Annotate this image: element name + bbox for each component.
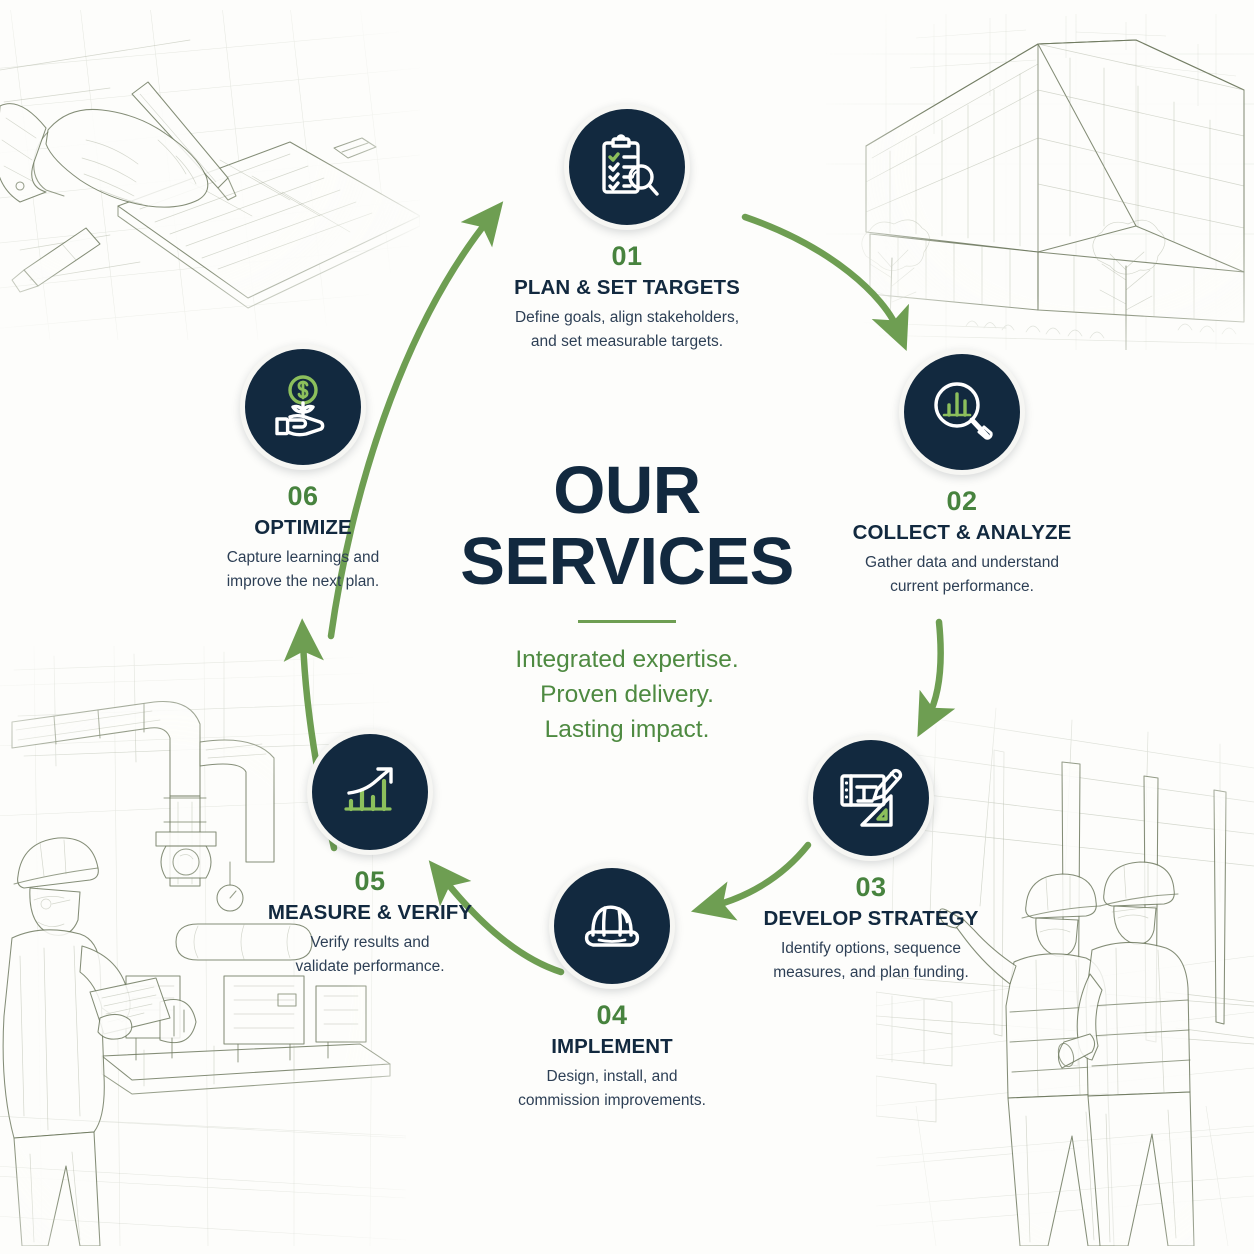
modern-office-building-sketch xyxy=(826,14,1254,350)
step-node-01[interactable]: 01 PLAN & SET TARGETS Define goals, alig… xyxy=(467,104,787,355)
step-03-desc-line-2: measures, and plan funding. xyxy=(773,964,969,982)
step-01-icon-circle[interactable] xyxy=(564,104,690,230)
step-04-number: 04 xyxy=(596,1000,628,1030)
step-node-06[interactable]: 06 OPTIMIZE Capture learnings and improv… xyxy=(143,344,463,595)
step-05-icon-circle[interactable] xyxy=(307,729,433,855)
step-01-number: 01 xyxy=(611,241,643,271)
step-02-number: 02 xyxy=(946,486,978,516)
step-03-icon-circle[interactable] xyxy=(808,735,934,861)
step-06-number: 06 xyxy=(287,481,319,511)
step-04-desc-line-1: Design, install, and xyxy=(546,1068,678,1085)
step-03-desc-line-1: Identify options, sequence xyxy=(780,940,962,957)
page-title-line-1: OUR xyxy=(553,453,701,528)
step-01-desc-line-2: and set measurable targets. xyxy=(530,333,724,351)
step-05-title: MEASURE & VERIFY xyxy=(267,901,473,924)
tagline-line-3: Lasting impact. xyxy=(544,715,710,743)
hard-hat-icon xyxy=(584,905,640,947)
step-02-description: Gather data and understand current perfo… xyxy=(802,551,1122,600)
step-05-number: 05 xyxy=(354,866,386,896)
step-04-description: Design, install, and commission improvem… xyxy=(452,1065,772,1114)
growth-bar-chart-arrow-icon xyxy=(344,767,393,812)
step-01-title: PLAN & SET TARGETS xyxy=(514,276,740,299)
step-06-title: OPTIMIZE xyxy=(254,516,352,539)
step-06-icon-circle[interactable] xyxy=(240,344,366,470)
hand-drafting-blueprint-sketch xyxy=(0,10,420,340)
step-node-03[interactable]: 03 DEVELOP STRATEGY Identify options, se… xyxy=(711,735,1031,986)
magnifier-bar-chart-icon xyxy=(934,382,993,440)
step-02-desc-line-1: Gather data and understand xyxy=(865,554,1059,571)
arrow-02-to-03 xyxy=(917,618,956,738)
step-node-05[interactable]: 05 MEASURE & VERIFY Verify results and v… xyxy=(210,729,530,980)
page-title: OUR SERVICES xyxy=(397,455,857,597)
step-02-icon-circle[interactable] xyxy=(899,349,1025,475)
step-03-description: Identify options, sequence measures, and… xyxy=(711,937,1031,986)
step-01-desc-line-1: Define goals, align stakeholders, xyxy=(514,309,740,326)
step-04-icon-circle[interactable] xyxy=(549,863,675,989)
step-02-title: COLLECT & ANALYZE xyxy=(852,521,1072,544)
tagline-line-2: Proven delivery. xyxy=(540,680,714,708)
step-06-description: Capture learnings and improve the next p… xyxy=(143,546,463,595)
tagline-line-1: Integrated expertise. xyxy=(515,646,739,674)
center-headline-block: OUR SERVICES Integrated expertise. Prove… xyxy=(397,455,857,747)
step-02-desc-line-2: current performance. xyxy=(890,578,1034,596)
step-05-desc-line-1: Verify results and xyxy=(310,934,430,951)
clipboard-checklist-magnifier-icon xyxy=(602,134,659,196)
step-06-desc-line-2: improve the next plan. xyxy=(226,573,380,591)
step-node-04[interactable]: 04 IMPLEMENT Design, install, and commis… xyxy=(452,863,772,1114)
blueprint-pencil-ruler-icon xyxy=(840,768,903,827)
page-title-line-2: SERVICES xyxy=(460,524,794,600)
step-01-description: Define goals, align stakeholders, and se… xyxy=(467,306,787,355)
step-05-description: Verify results and validate performance. xyxy=(210,931,530,980)
step-03-number: 03 xyxy=(855,872,887,902)
step-06-desc-line-1: Capture learnings and xyxy=(226,549,380,566)
title-divider xyxy=(578,620,676,624)
step-04-title: IMPLEMENT xyxy=(551,1035,673,1058)
hand-coin-plant-icon xyxy=(275,375,325,437)
step-03-title: DEVELOP STRATEGY xyxy=(763,907,979,930)
step-04-desc-line-2: commission improvements. xyxy=(518,1092,706,1110)
step-05-desc-line-2: validate performance. xyxy=(295,958,445,976)
step-node-02[interactable]: 02 COLLECT & ANALYZE Gather data and und… xyxy=(802,349,1122,600)
tagline: Integrated expertise. Proven delivery. L… xyxy=(397,643,857,747)
